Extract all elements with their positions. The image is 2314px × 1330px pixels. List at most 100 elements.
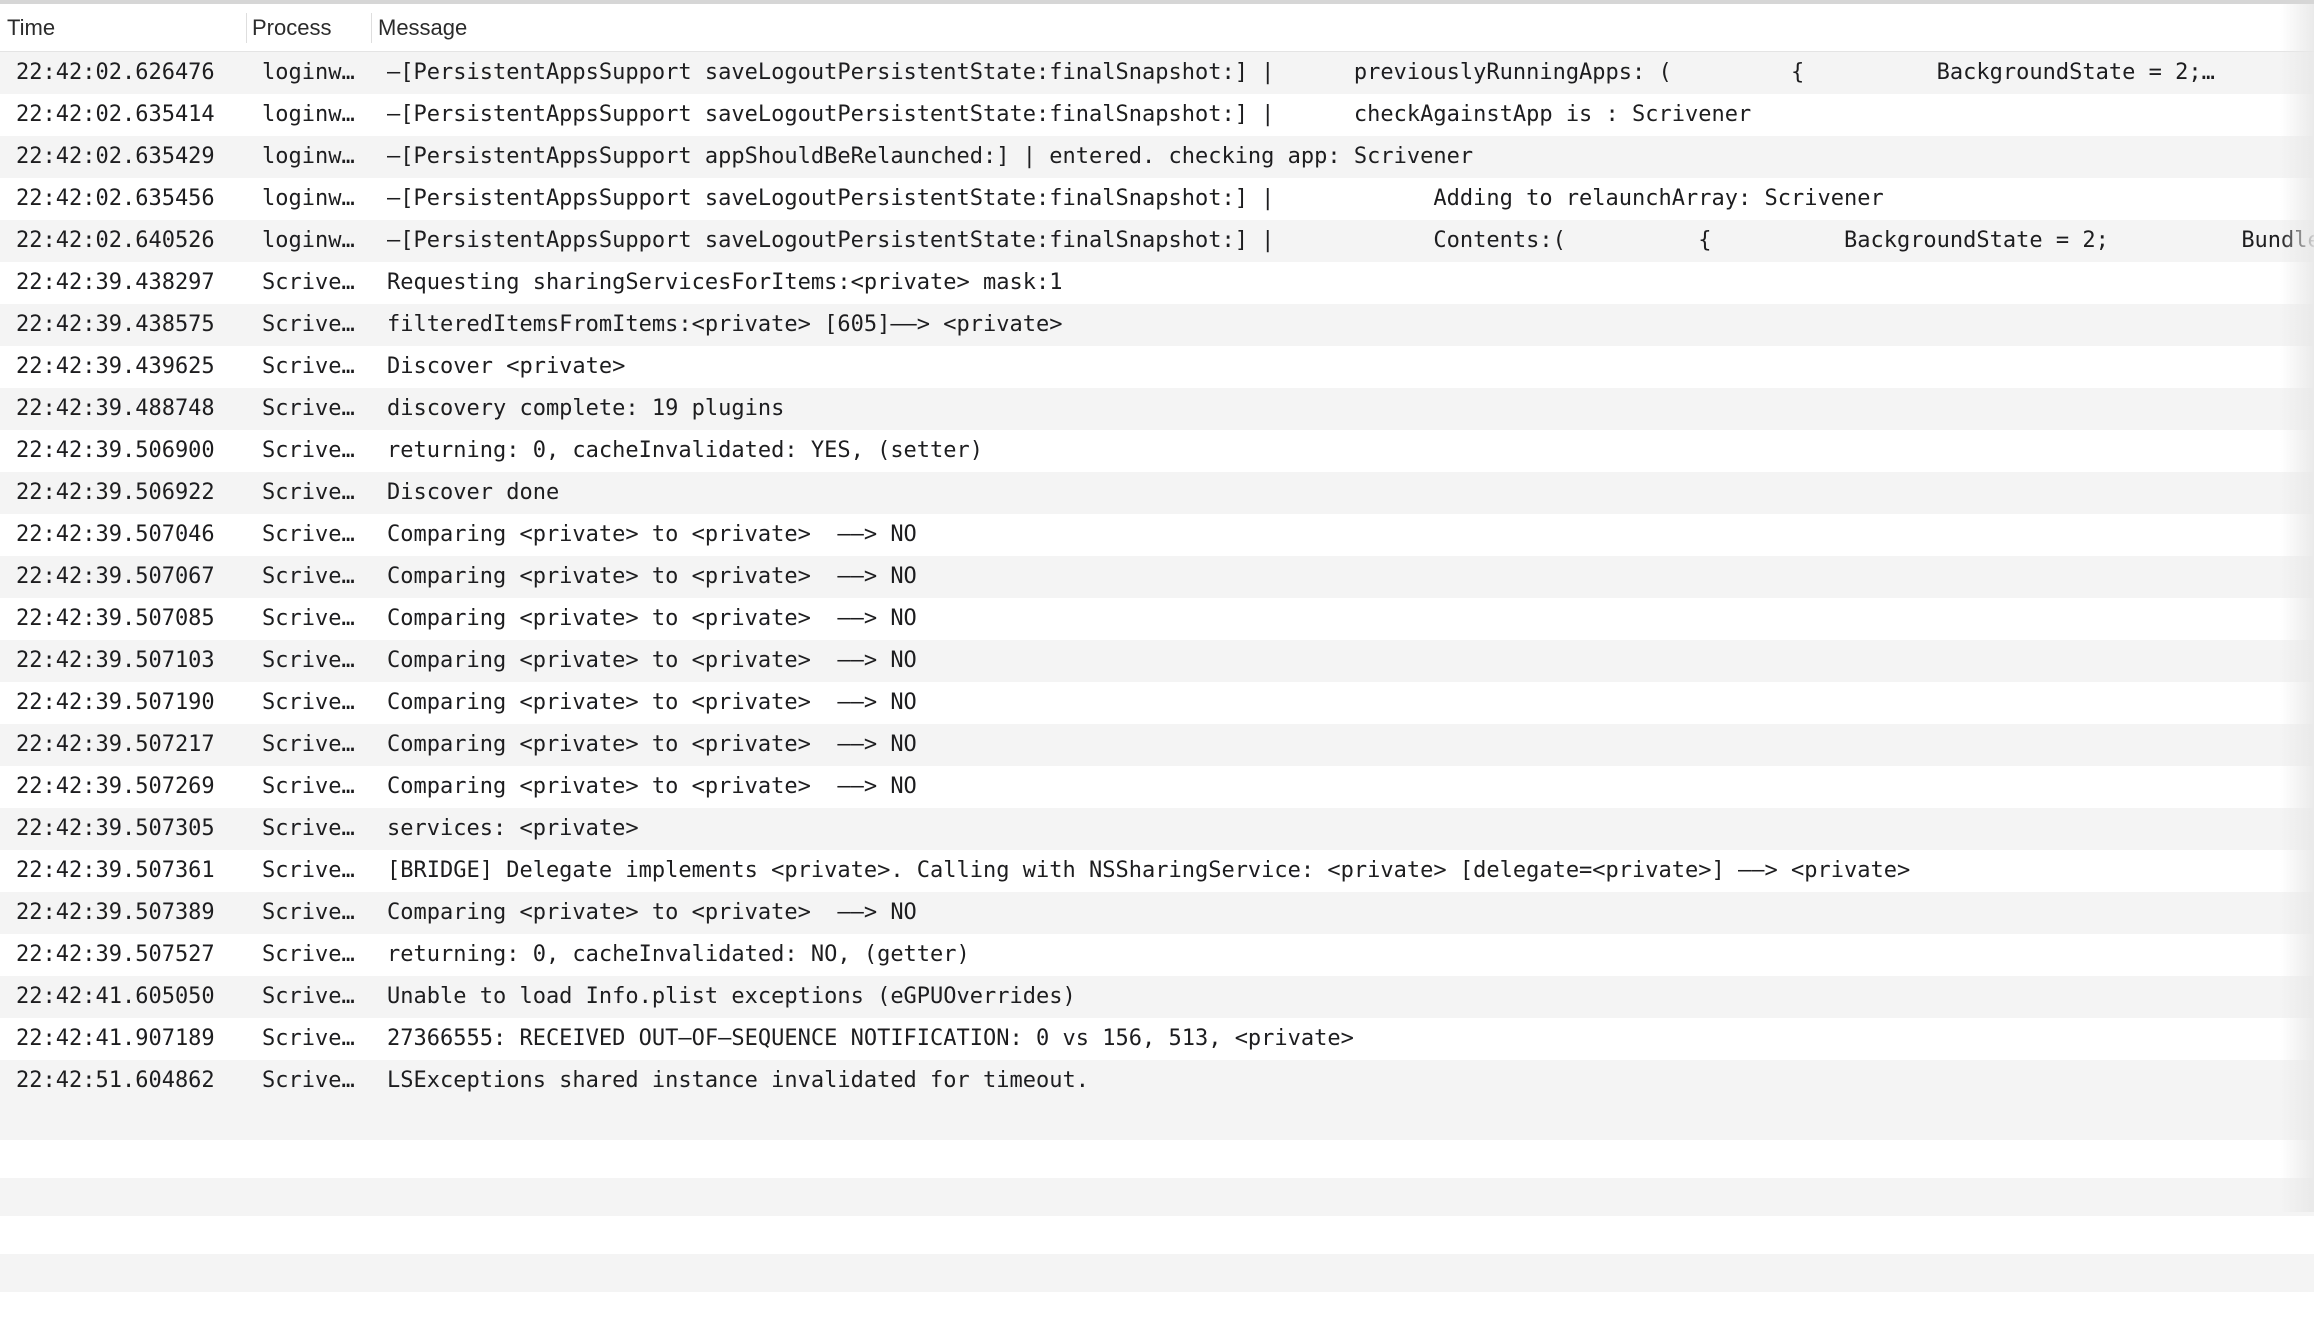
cell-process: Scrive… — [262, 312, 355, 337]
empty-table-row — [0, 1254, 2314, 1292]
table-row[interactable]: 22:42:41.907189 Scrive… 27366555: RECEIVED… — [0, 1018, 2314, 1060]
cell-time: 22:42:39.507389 — [16, 900, 215, 925]
cell-time: 22:42:39.507269 — [16, 774, 215, 799]
window-top-border — [0, 0, 2314, 4]
cell-time: 22:42:39.506900 — [16, 438, 215, 463]
table-row[interactable]: 22:42:39.506900 Scrive… returning: 0, cach… — [0, 430, 2314, 472]
cell-message: Discover done — [387, 480, 560, 505]
empty-table-row — [0, 1292, 2314, 1330]
cell-process: Scrive… — [262, 480, 355, 505]
cell-process: Scrive… — [262, 900, 355, 925]
table-row[interactable]: 22:42:39.507305 Scrive… services: <private… — [0, 808, 2314, 850]
table-row[interactable]: 22:42:39.507067 Scrive… Comparing <private… — [0, 556, 2314, 598]
column-resize-handle-time[interactable] — [246, 13, 247, 43]
table-row[interactable]: 22:42:39.507103 Scrive… Comparing <private… — [0, 640, 2314, 682]
cell-time: 22:42:02.635414 — [16, 102, 215, 127]
table-row[interactable]: 22:42:39.488748 Scrive… discovery complete… — [0, 388, 2314, 430]
cell-message: –[PersistentAppsSupport saveLogoutPersis… — [387, 186, 1884, 211]
cell-message: –[PersistentAppsSupport saveLogoutPersis… — [387, 102, 1752, 127]
cell-message: 27366555: RECEIVED OUT–OF–SEQUENCE NOTIF… — [387, 1026, 1354, 1051]
cell-message: returning: 0, cacheInvalidated: NO, (get… — [387, 942, 970, 967]
cell-time: 22:42:39.507103 — [16, 648, 215, 673]
log-table-header: Time Process Message — [0, 4, 2314, 52]
cell-process: loginw… — [262, 102, 355, 127]
table-row[interactable]: 22:42:39.507190 Scrive… Comparing <private… — [0, 682, 2314, 724]
cell-process: Scrive… — [262, 648, 355, 673]
cell-time: 22:42:39.507361 — [16, 858, 215, 883]
cell-process: Scrive… — [262, 270, 355, 295]
cell-time: 22:42:39.439625 — [16, 354, 215, 379]
cell-time: 22:42:02.626476 — [16, 60, 215, 85]
table-row[interactable]: 22:42:39.506922 Scrive… Discover done — [0, 472, 2314, 514]
table-row[interactable]: 22:42:02.635414 loginw… –[PersistentAppsSu… — [0, 94, 2314, 136]
table-row[interactable]: 22:42:39.507527 Scrive… returning: 0, cach… — [0, 934, 2314, 976]
cell-time: 22:42:39.507190 — [16, 690, 215, 715]
column-header-message[interactable]: Message — [378, 15, 468, 40]
cell-time: 22:42:39.507067 — [16, 564, 215, 589]
cell-time: 22:42:39.438297 — [16, 270, 215, 295]
column-resize-handle-process[interactable] — [371, 13, 372, 43]
column-header-time[interactable]: Time — [7, 15, 56, 40]
cell-process: Scrive… — [262, 1068, 355, 1093]
cell-message: Comparing <private> to <private> ––> NO — [387, 522, 917, 547]
table-row[interactable]: 22:42:51.604862 Scrive… LSExceptions share… — [0, 1060, 2314, 1102]
cell-process: Scrive… — [262, 942, 355, 967]
cell-message: Comparing <private> to <private> ––> NO — [387, 732, 917, 757]
cell-time: 22:42:39.507305 — [16, 816, 215, 841]
table-row[interactable]: 22:42:02.635456 loginw… –[PersistentAppsSu… — [0, 178, 2314, 220]
cell-message: discovery complete: 19 plugins — [387, 396, 785, 421]
cell-message: Comparing <private> to <private> ––> NO — [387, 606, 917, 631]
cell-process: Scrive… — [262, 1026, 355, 1051]
cell-message: filteredItemsFromItems:<private> [605]––… — [387, 312, 1063, 337]
cell-process: loginw… — [262, 186, 355, 211]
log-table-body: 22:42:02.626476 loginw… –[PersistentAppsSu… — [0, 52, 2314, 1330]
empty-table-row — [0, 1140, 2314, 1178]
cell-time: 22:42:02.635456 — [16, 186, 215, 211]
column-header-process[interactable]: Process — [252, 15, 332, 40]
cell-message: LSExceptions shared instance invalidated… — [387, 1068, 1089, 1093]
cell-time: 22:42:39.507046 — [16, 522, 215, 547]
cell-time: 22:42:41.907189 — [16, 1026, 215, 1051]
empty-table-row — [0, 1216, 2314, 1254]
cell-time: 22:42:39.438575 — [16, 312, 215, 337]
cell-time: 22:42:51.604862 — [16, 1068, 215, 1093]
table-row[interactable]: 22:42:02.640526 loginw… –[PersistentAppsSu… — [0, 220, 2314, 262]
cell-process: Scrive… — [262, 816, 355, 841]
cell-time: 22:42:39.507085 — [16, 606, 215, 631]
table-row[interactable]: 22:42:02.626476 loginw… –[PersistentAppsSu… — [0, 52, 2314, 94]
cell-time: 22:42:02.640526 — [16, 228, 215, 253]
cell-message: services: <private> — [387, 816, 639, 841]
cell-message: Requesting sharingServicesForItems:<priv… — [387, 270, 1063, 295]
table-row[interactable]: 22:42:39.438575 Scrive… filteredItemsFromI… — [0, 304, 2314, 346]
cell-message: Comparing <private> to <private> ––> NO — [387, 564, 917, 589]
cell-time: 22:42:39.506922 — [16, 480, 215, 505]
cell-message: Comparing <private> to <private> ––> NO — [387, 648, 917, 673]
cell-process: loginw… — [262, 228, 355, 253]
cell-process: Scrive… — [262, 438, 355, 463]
cell-time: 22:42:39.507527 — [16, 942, 215, 967]
cell-message: Comparing <private> to <private> ––> NO — [387, 774, 917, 799]
cell-message: Comparing <private> to <private> ––> NO — [387, 690, 917, 715]
table-row[interactable]: 22:42:39.438297 Scrive… Requesting sharing… — [0, 262, 2314, 304]
cell-process: Scrive… — [262, 690, 355, 715]
cell-process: Scrive… — [262, 858, 355, 883]
cell-process: loginw… — [262, 60, 355, 85]
cell-process: loginw… — [262, 144, 355, 169]
cell-message: returning: 0, cacheInvalidated: YES, (se… — [387, 438, 984, 463]
cell-process: Scrive… — [262, 396, 355, 421]
cell-message: Unable to load Info.plist exceptions (eG… — [387, 984, 1076, 1009]
cell-process: Scrive… — [262, 732, 355, 757]
cell-time: 22:42:39.488748 — [16, 396, 215, 421]
cell-message: –[PersistentAppsSupport saveLogoutPersis… — [387, 228, 2314, 253]
cell-message: –[PersistentAppsSupport saveLogoutPersis… — [387, 60, 2215, 85]
cell-process: Scrive… — [262, 564, 355, 589]
